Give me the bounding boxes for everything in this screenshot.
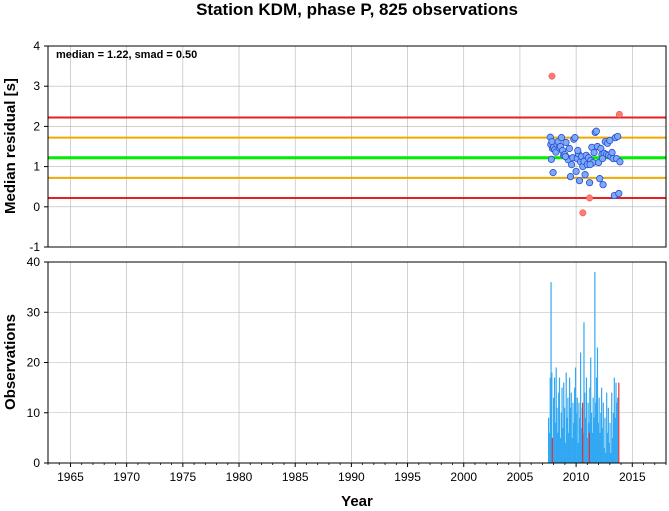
median-smad-annotation: median = 1.22, smad = 0.50 — [56, 49, 197, 61]
residual-y-tick-label: 4 — [33, 39, 40, 53]
residual-point — [561, 152, 570, 161]
residual-point — [598, 154, 607, 163]
x-tick-label: 1995 — [394, 470, 421, 484]
residual-y-tick-label: 2 — [33, 119, 40, 133]
residual-grid — [48, 45, 666, 248]
residual-y-ticks: -1 0 1 2 3 4 — [29, 39, 48, 254]
residual-point — [614, 132, 622, 141]
residual-point — [571, 134, 579, 142]
observations-y-tick-label: 10 — [27, 406, 41, 420]
observations-y-ticks: 0 10 20 30 40 — [27, 255, 48, 470]
x-tick-label: 1975 — [169, 470, 196, 484]
x-tick-label: 1985 — [282, 470, 309, 484]
residual-point — [586, 160, 594, 169]
observations-x-ticks: 1965 1970 1975 1980 1985 1990 1995 2000 2005 2010… — [47, 463, 667, 484]
residual-outlier-point — [615, 110, 623, 118]
x-tick-label: 1990 — [338, 470, 365, 484]
observations-y-tick-label: 20 — [27, 356, 41, 370]
residual-panel: -1 0 1 2 3 4 median = 1.22, smad = 0.50 Media… — [2, 39, 667, 254]
residual-y-tick-label: 1 — [33, 160, 40, 174]
x-tick-label: 2000 — [450, 470, 477, 484]
x-tick-label: 2005 — [507, 470, 534, 484]
residual-point — [581, 171, 589, 179]
residual-outlier-point — [586, 194, 594, 202]
residual-point — [565, 144, 573, 153]
observations-y-axis-label: Observations — [2, 314, 19, 410]
residual-point — [599, 181, 607, 189]
x-axis-label: Year — [341, 493, 373, 510]
x-tick-label: 1980 — [226, 470, 253, 484]
x-tick-label: 1970 — [113, 470, 140, 484]
residual-point — [572, 167, 580, 176]
residual-point — [608, 148, 616, 157]
residual-y-tick-label: 0 — [33, 200, 40, 214]
observation-bars — [547, 272, 620, 463]
observations-y-tick-label: 30 — [27, 305, 41, 319]
residual-point — [585, 179, 594, 187]
residual-points — [546, 72, 624, 217]
residual-point — [566, 173, 575, 181]
residual-point — [606, 136, 614, 145]
residual-point — [557, 134, 566, 142]
chart-title: Station KDM, phase P, 825 observations — [196, 0, 518, 19]
observations-y-tick-label: 0 — [33, 456, 40, 470]
residual-point — [616, 158, 624, 166]
residual-point — [562, 138, 570, 147]
residual-outlier-point — [579, 209, 587, 217]
residual-point — [574, 146, 582, 155]
residual-point — [615, 189, 623, 198]
residual-point — [568, 160, 576, 169]
x-tick-label: 1965 — [57, 470, 84, 484]
residual-y-axis-label: Median residual [s] — [2, 78, 19, 214]
residual-point — [596, 175, 604, 183]
residual-point — [592, 127, 600, 135]
residual-panel-frame — [47, 45, 667, 248]
observations-y-tick-label: 40 — [27, 255, 41, 269]
residual-outlier-point — [548, 72, 556, 80]
residual-point — [549, 169, 557, 177]
x-tick-label: 2015 — [619, 470, 646, 484]
observations-panel: 0 10 20 30 40 1965 1970 1975 1980 1985 1990 1995 20… — [2, 255, 667, 510]
residual-point — [575, 177, 584, 185]
residual-point — [590, 148, 598, 157]
x-tick-label: 2010 — [563, 470, 590, 484]
residual-y-tick-label: -1 — [29, 240, 40, 254]
residual-point — [547, 155, 555, 163]
residual-y-tick-label: 3 — [33, 79, 40, 93]
